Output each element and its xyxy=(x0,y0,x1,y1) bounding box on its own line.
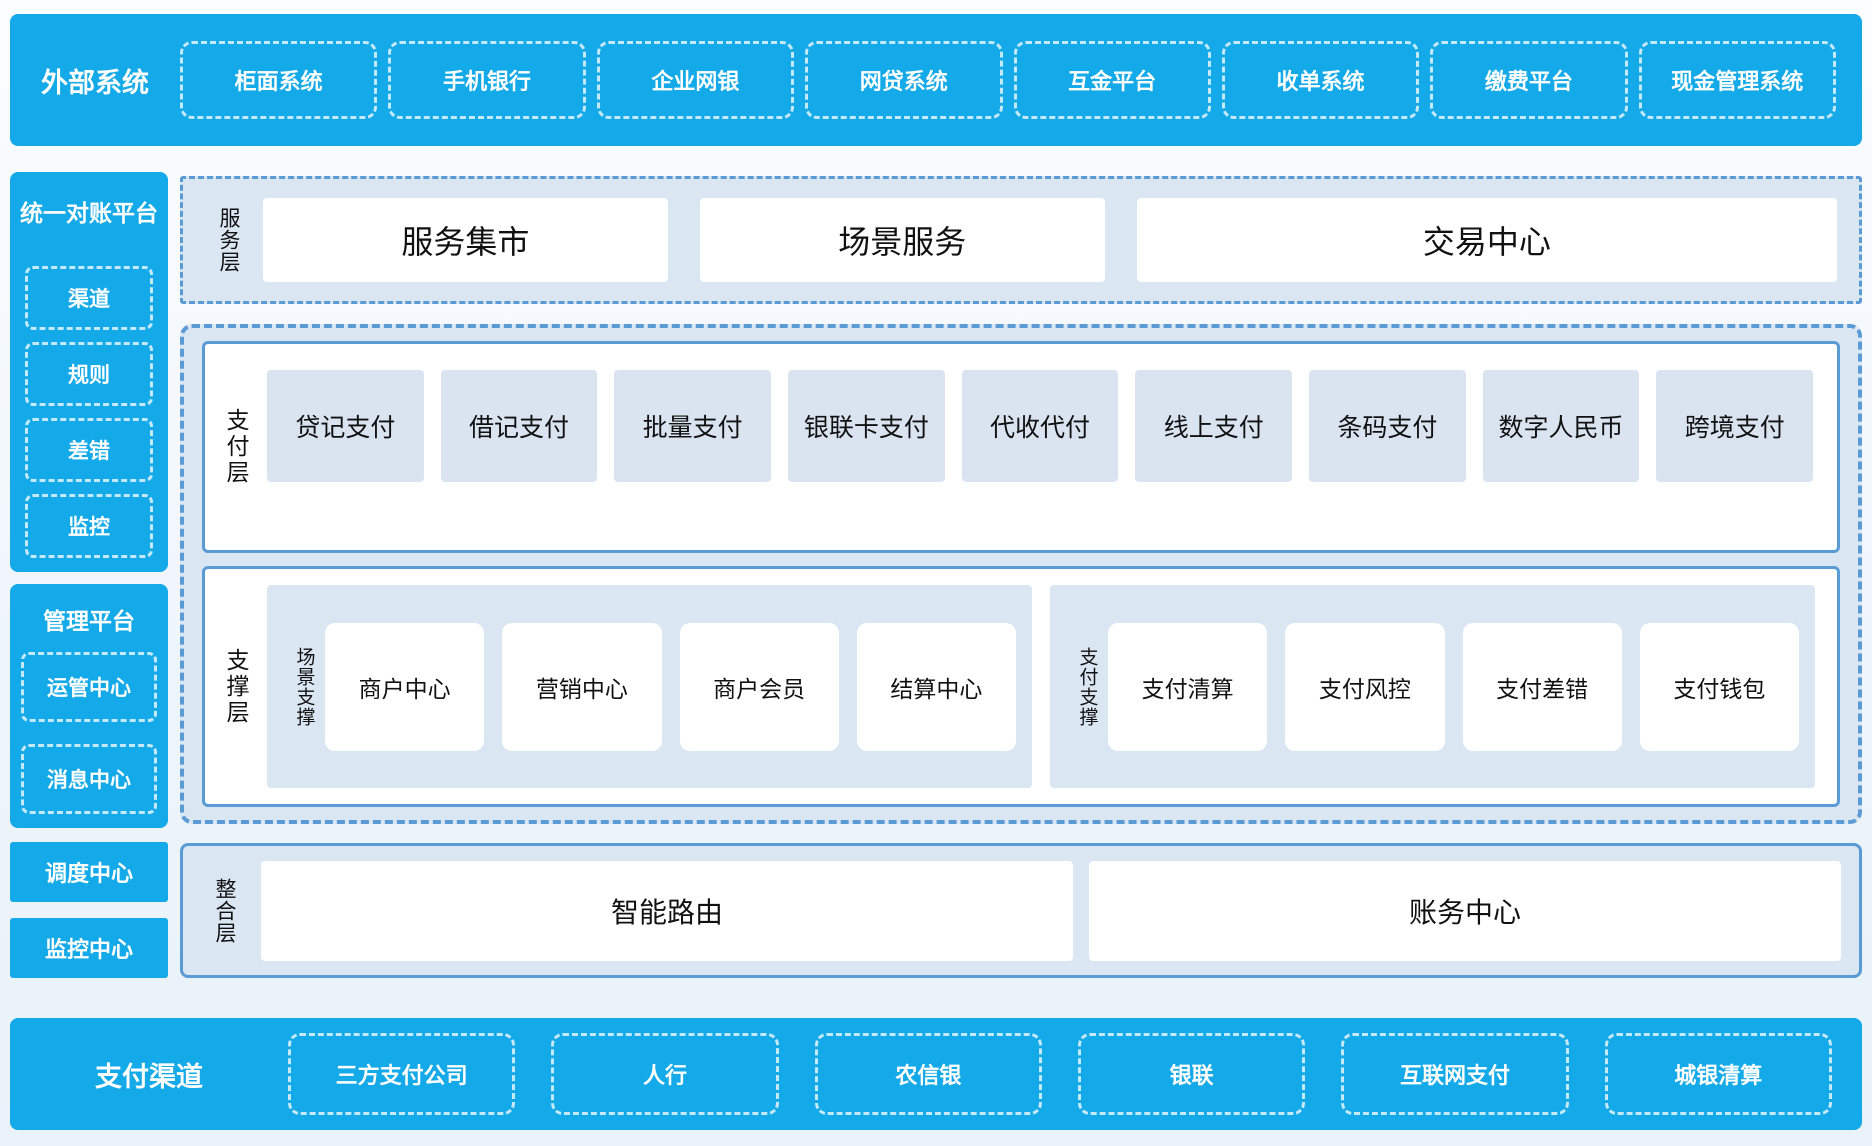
payment-layer-box: 支付层 贷记支付 借记支付 批量支付 银联卡支付 代收代付 线上支付 条码支付 … xyxy=(202,341,1840,553)
reconciliation-item: 渠道 xyxy=(25,266,153,330)
external-systems-label: 外部系统 xyxy=(41,67,149,98)
external-systems-bar: 外部系统 柜面系统 手机银行 企业网银 网贷系统 互金平台 收单系统 缴费平台 … xyxy=(10,14,1862,146)
integration-item: 账务中心 xyxy=(1089,860,1841,961)
external-systems-items: 柜面系统 手机银行 企业网银 网贷系统 互金平台 收单系统 缴费平台 现金管理系… xyxy=(180,41,1836,119)
support-item: 商户中心 xyxy=(325,622,485,751)
payment-support-items: 支付清算 支付风控 支付差错 支付钱包 xyxy=(1108,599,1799,774)
reconciliation-item: 监控 xyxy=(25,494,153,558)
payment-channel-item: 银联 xyxy=(1077,1033,1306,1115)
reconciliation-item: 差错 xyxy=(25,418,153,482)
payment-channel-item: 农信银 xyxy=(814,1033,1042,1115)
payment-channel-item: 三方支付公司 xyxy=(288,1033,516,1115)
payment-channels-label: 支付渠道 xyxy=(95,1061,203,1092)
service-layer-items: 服务集市 场景服务 交易中心 xyxy=(263,198,1837,282)
service-item: 交易中心 xyxy=(1136,198,1837,282)
support-item: 支付差错 xyxy=(1462,622,1622,751)
support-item: 商户会员 xyxy=(679,622,839,751)
integration-layer-label: 整合层 xyxy=(213,877,236,944)
dispatch-center-box: 调度中心 xyxy=(10,842,168,902)
reconciliation-platform-block: 统一对账平台 渠道 规则 差错 监控 xyxy=(10,172,168,572)
support-item: 支付风控 xyxy=(1285,622,1445,751)
payment-item: 条码支付 xyxy=(1309,370,1466,482)
payment-item: 贷记支付 xyxy=(267,370,424,482)
support-layer-label: 支撑层 xyxy=(223,647,249,726)
external-system-item: 企业网银 xyxy=(596,41,795,119)
integration-item: 智能路由 xyxy=(261,860,1074,961)
support-layer-groups: 场景支撑 商户中心 营销中心 商户会员 结算中心 支付支撑 支付清算 支付风控 … xyxy=(267,585,1815,788)
payment-item: 线上支付 xyxy=(1135,370,1293,482)
payment-channel-item: 城银清算 xyxy=(1604,1033,1832,1115)
external-system-item: 现金管理系统 xyxy=(1638,41,1836,119)
external-system-item: 柜面系统 xyxy=(180,41,378,119)
payment-support-group: 支付支撑 支付清算 支付风控 支付差错 支付钱包 xyxy=(1050,585,1815,788)
payment-channels-items: 三方支付公司 人行 农信银 银联 互联网支付 城银清算 xyxy=(288,1033,1832,1115)
payment-item: 数字人民币 xyxy=(1482,370,1640,482)
service-layer-panel: 服务层 服务集市 场景服务 交易中心 xyxy=(180,176,1862,304)
payment-item: 跨境支付 xyxy=(1656,370,1814,482)
service-layer-label: 服务层 xyxy=(217,207,240,273)
monitor-center-box: 监控中心 xyxy=(10,918,168,978)
scene-support-items: 商户中心 营销中心 商户会员 结算中心 xyxy=(325,599,1016,774)
support-item: 营销中心 xyxy=(502,622,662,751)
payment-item: 银联卡支付 xyxy=(788,370,945,482)
payment-channel-item: 人行 xyxy=(551,1033,779,1115)
integration-layer-panel: 整合层 智能路由 账务中心 xyxy=(180,843,1862,978)
service-item: 场景服务 xyxy=(699,198,1105,282)
reconciliation-item: 规则 xyxy=(25,342,153,406)
external-system-item: 缴费平台 xyxy=(1430,41,1628,119)
management-platform-title: 管理平台 xyxy=(43,608,135,634)
external-system-item: 手机银行 xyxy=(388,41,586,119)
support-item: 结算中心 xyxy=(856,622,1016,751)
support-item: 支付清算 xyxy=(1108,622,1268,751)
external-system-item: 互金平台 xyxy=(1013,41,1211,119)
payment-item: 借记支付 xyxy=(440,370,598,482)
payment-support-label: 支付支撑 xyxy=(1076,646,1098,727)
payment-layer-label: 支付层 xyxy=(223,408,249,486)
management-platform-block: 管理平台 运管中心 消息中心 xyxy=(10,584,168,828)
payment-layer-items: 贷记支付 借记支付 批量支付 银联卡支付 代收代付 线上支付 条码支付 数字人民… xyxy=(267,370,1814,550)
payment-channel-item: 互联网支付 xyxy=(1341,1033,1569,1115)
external-system-item: 收单系统 xyxy=(1221,41,1420,119)
scene-support-group: 场景支撑 商户中心 营销中心 商户会员 结算中心 xyxy=(267,585,1032,788)
external-system-item: 网贷系统 xyxy=(805,41,1003,119)
scene-support-label: 场景支撑 xyxy=(293,646,315,727)
support-layer-box: 支撑层 场景支撑 商户中心 营销中心 商户会员 结算中心 支付支撑 支付清算 支… xyxy=(202,566,1840,807)
reconciliation-platform-title: 统一对账平台 xyxy=(20,200,158,226)
integration-layer-items: 智能路由 账务中心 xyxy=(261,860,1841,961)
payment-item: 批量支付 xyxy=(614,370,772,482)
service-item: 服务集市 xyxy=(263,198,668,282)
management-item: 消息中心 xyxy=(21,744,157,814)
management-item: 运管中心 xyxy=(21,652,157,722)
payment-item: 代收代付 xyxy=(961,370,1119,482)
core-layers-container: 支付层 贷记支付 借记支付 批量支付 银联卡支付 代收代付 线上支付 条码支付 … xyxy=(180,324,1862,824)
payment-channels-bar: 支付渠道 三方支付公司 人行 农信银 银联 互联网支付 城银清算 xyxy=(10,1018,1862,1130)
support-item: 支付钱包 xyxy=(1639,622,1799,751)
